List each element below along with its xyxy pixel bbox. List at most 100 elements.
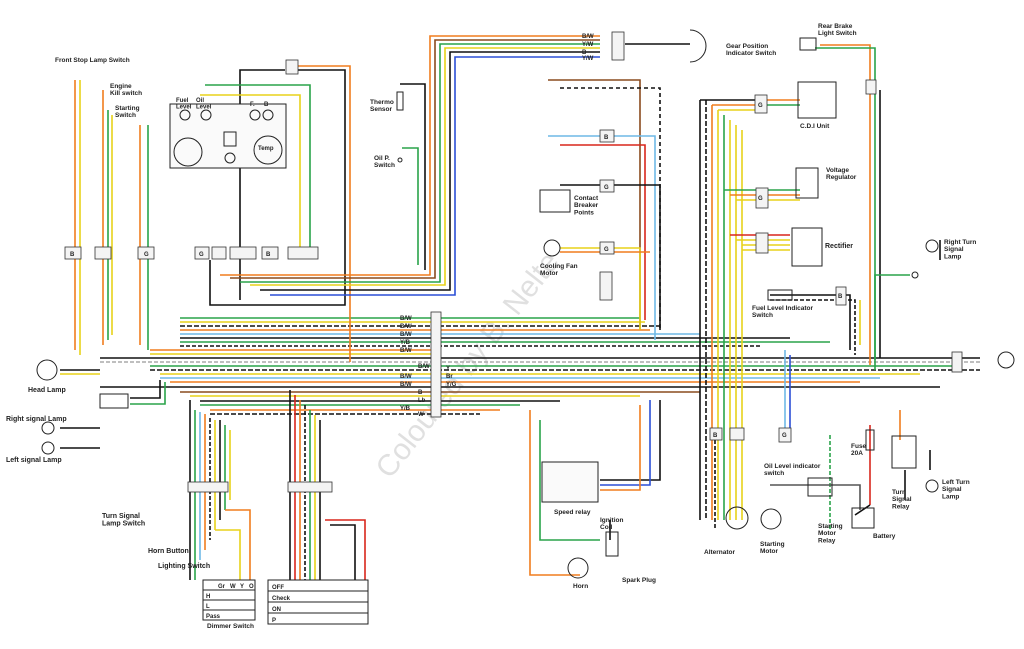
speed-relay-icon	[541, 461, 599, 503]
dimmer-row-l: L	[206, 604, 210, 610]
ignition-coil-icon	[605, 531, 619, 557]
meter-f-label: F.	[250, 102, 255, 108]
connector-meter-4	[261, 246, 279, 260]
wire-tag-1: B/W	[400, 324, 412, 330]
brake-connector	[865, 79, 877, 95]
tag-g-7: G	[782, 433, 787, 439]
gear-tag-3: Y/W	[582, 56, 594, 62]
oil-p-label: Oil P.Switch	[374, 155, 395, 169]
contact-breaker-icon	[539, 189, 571, 213]
alt-connector-1	[709, 427, 723, 441]
breaker-connector-2	[599, 179, 615, 193]
head-lamp-label: Head Lamp	[28, 387, 66, 394]
indicator-lamp	[224, 152, 236, 164]
rectifier-label: Rectifier	[825, 243, 853, 250]
meter-temp-label: Temp	[258, 146, 274, 152]
taillight-icon	[997, 351, 1015, 369]
wire-tag-5: B/W	[418, 364, 430, 370]
wire-tag-13: Br	[446, 374, 453, 380]
rear-brake-switch-icon	[799, 37, 817, 51]
dimmer-row-pass: Pass	[206, 614, 221, 620]
tag-g-5: G	[758, 103, 763, 109]
wire-tags: B/W B/W B/W Y/B B/W B/W B/W B/W B Lb Y/B…	[400, 34, 594, 418]
breaker-connector	[599, 129, 615, 143]
horn-label: Horn	[573, 583, 588, 590]
cdi-label: C.D.I Unit	[800, 123, 830, 130]
right-signal-label: Right signal Lamp	[6, 416, 67, 423]
tag-g-4: G	[604, 247, 609, 253]
tag-g-2: G	[199, 252, 204, 258]
wire-tag-9: Lb	[418, 398, 426, 404]
wire-tag-7: B/W	[400, 382, 412, 388]
turn-relay-icon	[891, 435, 917, 469]
horn-button-label: Horn Button	[148, 548, 189, 555]
connectors	[64, 31, 963, 493]
components	[36, 29, 1015, 625]
ign-row-check: Check	[272, 596, 291, 602]
tag-b-2: B	[266, 252, 271, 258]
front-stop-label: Front Stop Lamp Switch	[55, 57, 130, 64]
gear-tag-0: B/W	[582, 34, 594, 40]
wire-tag-3: Y/B	[400, 340, 411, 346]
fan-connector	[599, 241, 615, 255]
fuel-connector	[835, 286, 847, 306]
wire-tag-11: W	[418, 412, 424, 418]
tag-b-4: B	[713, 433, 718, 439]
dimmer-head-y: Y	[240, 584, 244, 590]
wire-tag-0: B/W	[400, 316, 412, 322]
wire-tag-8: B	[418, 390, 423, 396]
alt-connector-2	[729, 427, 745, 441]
signal-connector	[99, 393, 129, 409]
wire-tag-14: Y/G	[446, 382, 457, 388]
dimmer-table: Gr W Y O H L Pass	[206, 584, 254, 620]
fuse-icon	[865, 429, 875, 451]
right-turn-ground-icon	[911, 271, 919, 279]
ign-row-p: P	[272, 618, 276, 624]
rectifier-connector	[755, 232, 769, 254]
connector-left-1	[64, 246, 82, 260]
alternator-label: Alternator	[704, 549, 736, 556]
fuel-level-lamp	[179, 109, 191, 121]
neutral-lamp	[262, 109, 274, 121]
gear-position-switch	[689, 29, 707, 63]
connector-meter-2	[211, 246, 227, 260]
alternator-icon	[725, 506, 749, 530]
ign-row-off: OFF	[272, 585, 284, 591]
left-turn-lamp-icon	[925, 479, 939, 493]
left-switch-connector	[187, 481, 229, 493]
dimmer-head-w: W	[230, 584, 236, 590]
connector-meter-5	[287, 246, 319, 260]
gear-display	[223, 131, 237, 147]
wire-tag-6: B/W	[400, 374, 412, 380]
left-signal-label: Left signal Lamp	[6, 457, 62, 464]
tag-g-3: G	[604, 185, 609, 191]
starting-relay-icon	[807, 477, 833, 497]
oil-level-connector	[778, 427, 792, 443]
tag-g-6: G	[758, 196, 763, 202]
ignition-switch-connector	[287, 481, 333, 493]
ign-row-on: ON	[272, 607, 281, 613]
lighting-switch-label: Lighting Switch	[158, 563, 210, 570]
tag-g-1: G	[144, 252, 149, 258]
oil-pressure-switch-icon	[397, 157, 403, 163]
wire-tag-10: Y/B	[400, 406, 411, 412]
ignition-table: OFF Check ON P	[272, 585, 291, 624]
tag-b-5: B	[838, 294, 843, 300]
speed-relay-label: Speed relay	[554, 509, 591, 516]
meter-top-connector	[285, 59, 299, 75]
thermo-sensor-icon	[396, 91, 404, 111]
right-signal-lamp-icon	[41, 421, 55, 435]
connector-tags: B G G B G B G G G B G B	[70, 103, 843, 439]
cdi-connector	[754, 94, 768, 114]
battery-label: Battery	[873, 533, 896, 540]
gear-tag-1: Y/W	[582, 42, 594, 48]
